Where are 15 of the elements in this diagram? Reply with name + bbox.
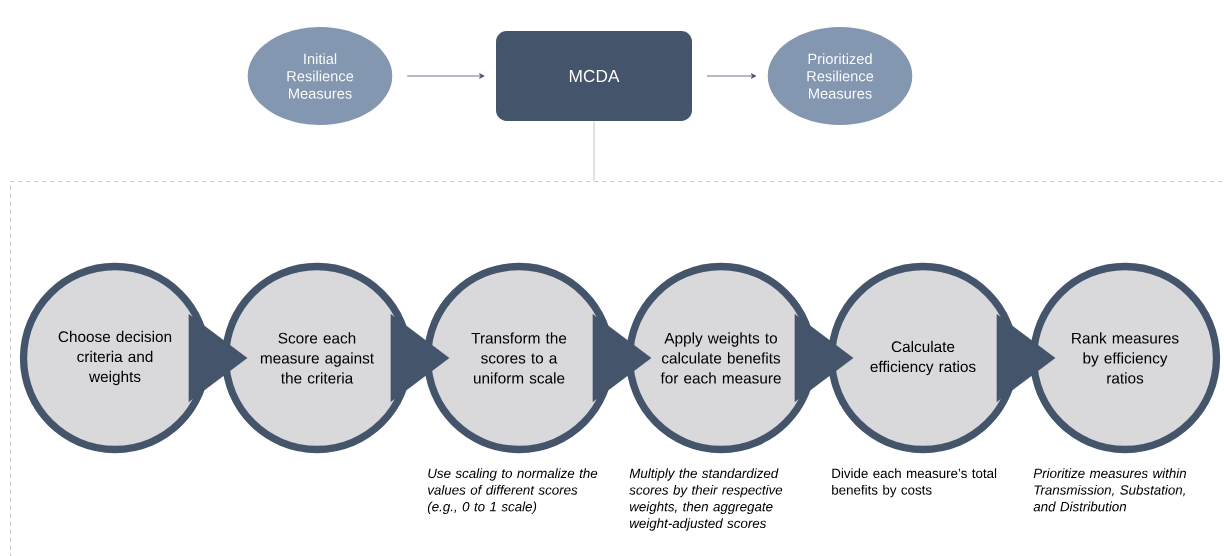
dashed-frame: [10, 181, 1224, 556]
arrow: [406, 73, 485, 79]
process-box: MCDA: [496, 31, 692, 121]
ellipse-node: Prioritized Resilience Measures: [767, 27, 913, 125]
step-note: Multiply the standardized scores by their respective weights, then aggregate weight-adjusted scores: [629, 468, 783, 531]
step-note: Divide each measure’s total benefits by costs: [832, 468, 997, 498]
chevron-arrow: [996, 313, 1056, 403]
step-note: Prioritize measures within Transmission, Substation, and Distribution: [1033, 468, 1186, 512]
arrow: [706, 73, 757, 79]
ellipse-node: Initial Resilience Measures: [247, 27, 393, 125]
chevron-arrow: [592, 313, 652, 403]
chevron-arrow: [390, 313, 450, 403]
chevron-arrow: [188, 313, 248, 403]
step-note: Use scaling to normalize the values of different scores (e.g., 0 to 1 scale): [427, 468, 598, 514]
chevron-arrow: [794, 313, 854, 403]
